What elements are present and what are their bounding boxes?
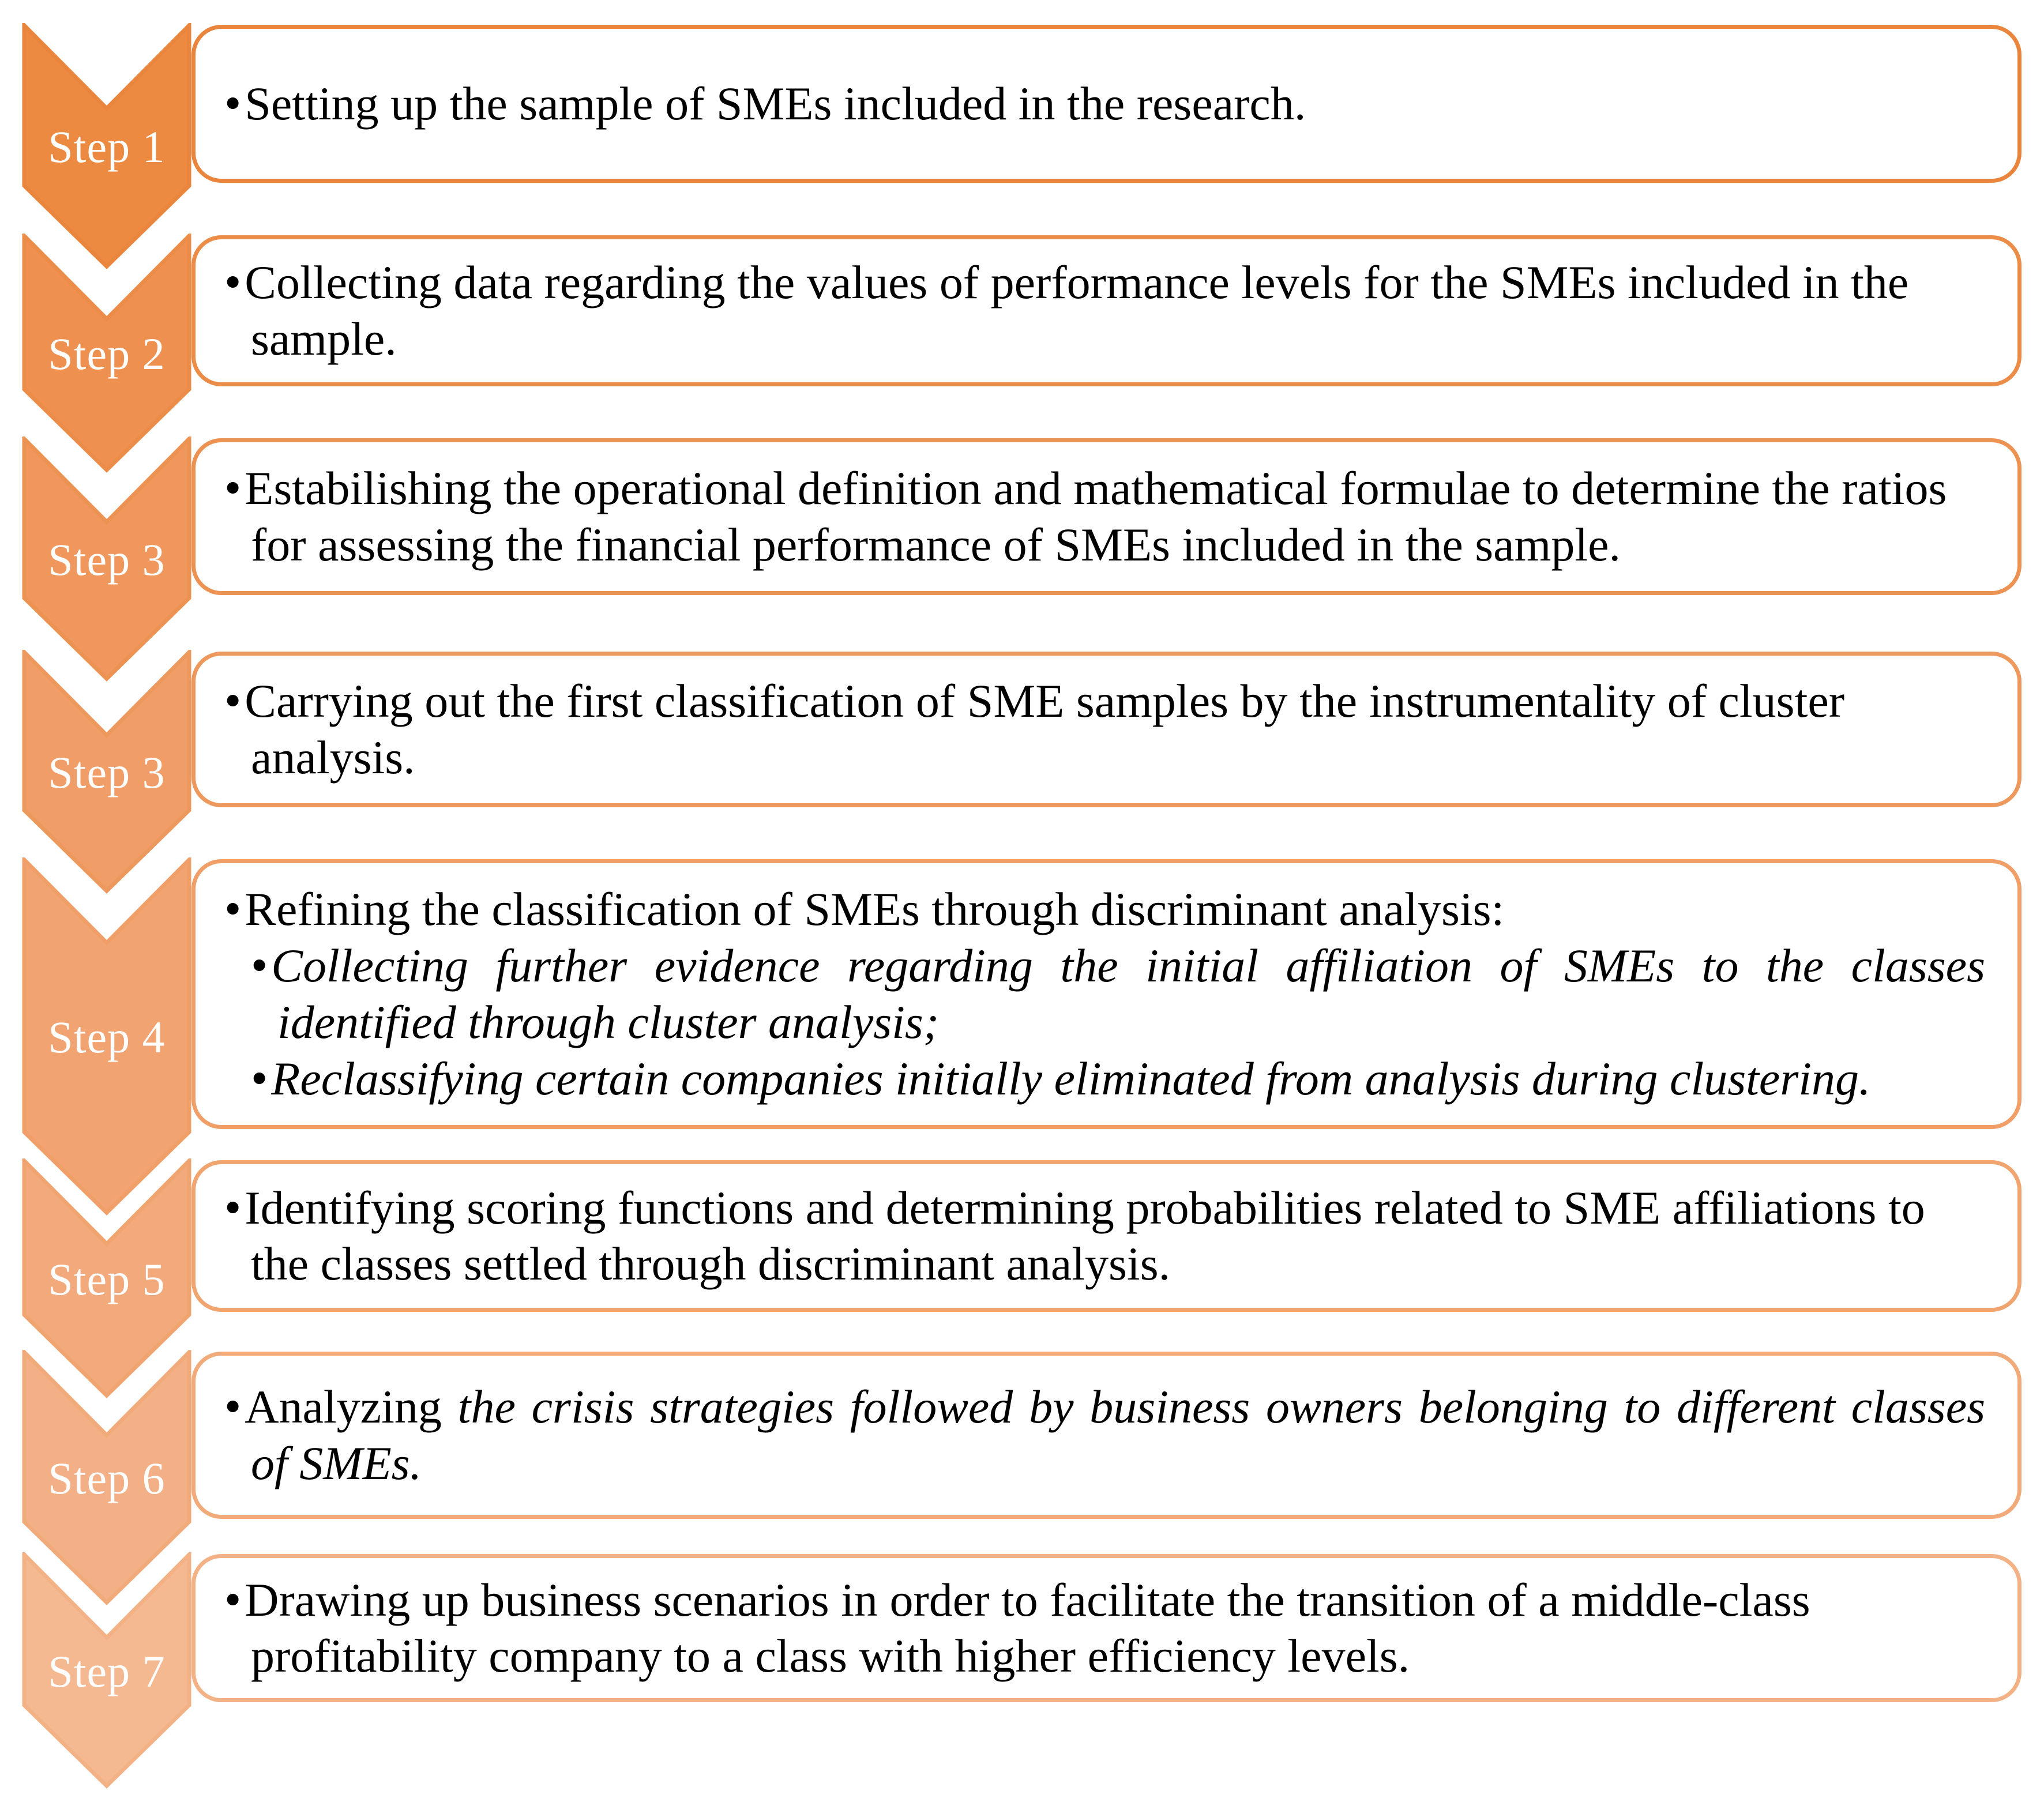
bullet-text: Identifying scoring functions and determ… (245, 1181, 1925, 1290)
bullet-item: •Identifying scoring functions and deter… (224, 1180, 1985, 1292)
bullet-item: •Estabilishing the operational definitio… (224, 460, 1985, 573)
chevron-shape (22, 1552, 191, 1789)
bullet-item: •Refining the classification of SMEs thr… (224, 881, 1985, 938)
step-chevron-icon (22, 857, 191, 1216)
chevron-shape (22, 1158, 191, 1398)
bullet-text: Refining the classification of SMEs thro… (245, 882, 1505, 935)
step-description-box: •Drawing up business scenarios in order … (191, 1554, 2022, 1702)
bullet-icon: • (251, 939, 272, 993)
bullet-text: Carrying out the first classification of… (245, 675, 1845, 784)
step-chevron-icon (22, 1350, 191, 1605)
sub-bullet-item: •Reclassifying certain companies initial… (251, 1051, 1985, 1108)
chevron-shape (22, 857, 191, 1216)
step-label: Step 2 (48, 329, 166, 379)
bullet-item: •Setting up the sample of SMEs included … (224, 76, 1985, 133)
bullet-text: Reclassifying certain companies initiall… (271, 1052, 1871, 1105)
bullet-text: Analyzing (245, 1380, 458, 1433)
step-description-box: •Estabilishing the operational definitio… (191, 438, 2022, 595)
step-label: Step 3 (48, 747, 166, 797)
step-chevron-icon (22, 23, 191, 269)
chevron-shape (22, 1350, 191, 1605)
bullet-icon: • (224, 255, 245, 310)
step-label: Step 6 (48, 1453, 166, 1503)
bullet-icon: • (224, 76, 245, 130)
step-description-box: •Refining the classification of SMEs thr… (191, 859, 2022, 1129)
chevron-shape (22, 437, 191, 682)
bullet-item: •Carrying out the first classification o… (224, 673, 1985, 785)
bullet-icon: • (224, 882, 245, 936)
chevron-shape (22, 23, 191, 269)
bullet-icon: • (224, 1380, 245, 1434)
step-description-box: •Collecting data regarding the values of… (191, 235, 2022, 386)
bullet-text: Collecting data regarding the values of … (245, 256, 1909, 365)
step-description-box: •Identifying scoring functions and deter… (191, 1160, 2022, 1312)
step-label: Step 4 (48, 1012, 166, 1062)
step-description-box: •Carrying out the first classification o… (191, 652, 2022, 807)
chevron-shape (22, 650, 191, 894)
bullet-item: •Analyzing the crisis strategies followe… (224, 1379, 1985, 1491)
step-description-box: •Analyzing the crisis strategies followe… (191, 1352, 2022, 1519)
bullet-text: Collecting further evidence regarding th… (271, 939, 1985, 1048)
step-label: Step 1 (48, 122, 166, 172)
chevron-shape (22, 234, 191, 473)
step-label: Step 7 (48, 1646, 166, 1696)
step-chevron-icon (22, 1158, 191, 1398)
bullet-icon: • (251, 1051, 272, 1105)
bullet-item: •Drawing up business scenarios in order … (224, 1572, 1985, 1684)
step-chevron-icon (22, 234, 191, 473)
step-label: Step 5 (48, 1254, 166, 1304)
bullet-text: Drawing up business scenarios in order t… (245, 1573, 1810, 1683)
bullet-icon: • (224, 461, 245, 516)
step-chevron-icon (22, 650, 191, 894)
step-chevron-icon (22, 1552, 191, 1789)
step-description-box: •Setting up the sample of SMEs included … (191, 25, 2022, 183)
step-chevron-icon (22, 437, 191, 682)
bullet-text: the crisis strategies followed by busine… (251, 1380, 1986, 1489)
bullet-icon: • (224, 674, 245, 728)
step-label: Step 3 (48, 535, 166, 585)
bullet-text: Estabilishing the operational definition… (245, 462, 1947, 571)
sub-bullet-item: •Collecting further evidence regarding t… (251, 938, 1985, 1050)
bullet-icon: • (224, 1180, 245, 1235)
bullet-icon: • (224, 1572, 245, 1627)
bullet-text: Setting up the sample of SMEs included i… (245, 77, 1306, 130)
bullet-item: •Collecting data regarding the values of… (224, 254, 1985, 367)
